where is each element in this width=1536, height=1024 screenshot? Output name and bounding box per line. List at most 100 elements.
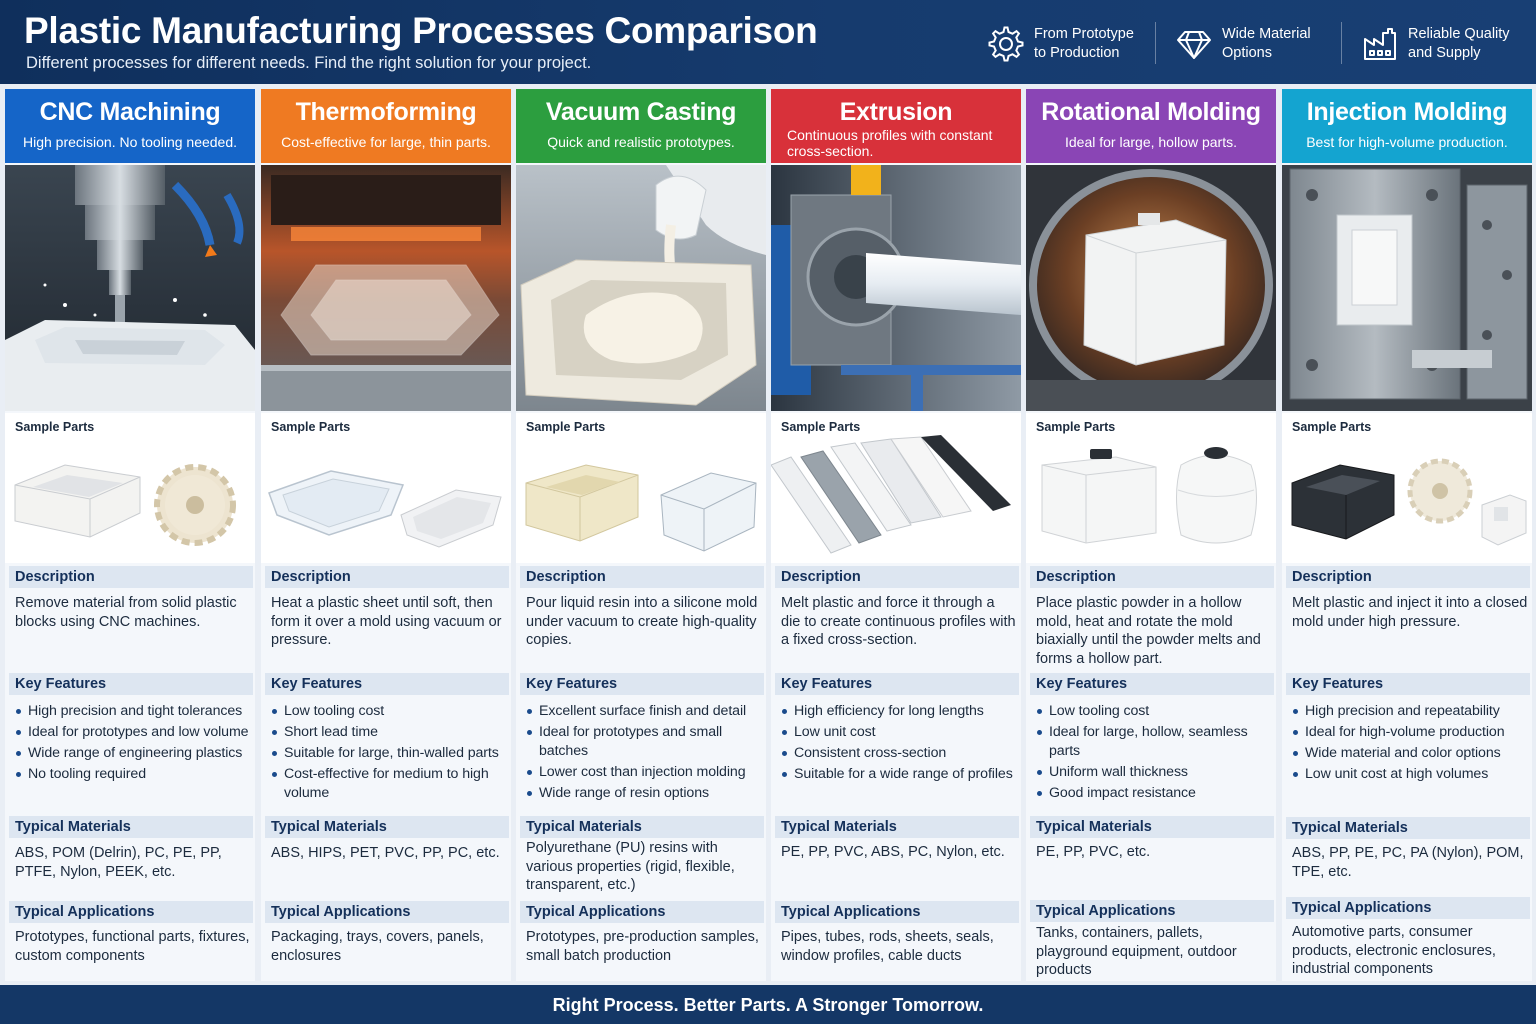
feature-item: High precision and repeatability xyxy=(1292,702,1528,721)
process-photo-vacuum-casting xyxy=(516,165,766,411)
sample-parts-label: Sample Parts xyxy=(271,420,351,434)
feature-item: Low tooling cost xyxy=(271,702,507,721)
feature-item: No tooling required xyxy=(15,765,251,784)
process-description: Heat a plastic sheet until soft, then fo… xyxy=(271,595,502,648)
process-column-vacuum-casting: Vacuum Casting Quick and realistic proto… xyxy=(516,89,766,981)
process-photo-extrusion xyxy=(771,165,1021,411)
typical-materials-heading: Typical Materials xyxy=(1286,817,1530,839)
typical-applications-heading: Typical Applications xyxy=(1286,897,1530,919)
typical-applications-heading: Typical Applications xyxy=(775,901,1019,923)
sample-part-bracket xyxy=(1481,494,1527,546)
typical-applications-heading: Typical Applications xyxy=(9,901,253,923)
description-heading: Description xyxy=(520,566,764,588)
key-features-list: Low tooling cost Ideal for large, hollow… xyxy=(1036,702,1272,805)
feature-item: Short lead time xyxy=(271,723,507,742)
process-tagline: Quick and realistic prototypes. xyxy=(547,134,735,150)
typical-materials-text: ABS, PP, PE, PC, PA (Nylon), POM, TPE, e… xyxy=(1292,845,1524,880)
key-features-heading: Key Features xyxy=(9,673,253,695)
sample-part-tank xyxy=(1041,449,1157,544)
header-feature-materials: Wide Material Options xyxy=(1174,22,1334,66)
feature-item: Suitable for large, thin-walled parts xyxy=(271,744,507,763)
feature-item: Ideal for prototypes and low volume xyxy=(15,723,251,742)
feature-item: Low unit cost xyxy=(781,723,1017,742)
key-features-heading: Key Features xyxy=(520,673,764,695)
sample-parts-panel: Sample Parts xyxy=(1026,413,1276,563)
process-title: CNC Machining xyxy=(39,98,221,126)
sample-part-clear-tray xyxy=(268,470,405,536)
key-features-list: High efficiency for long lengths Low uni… xyxy=(781,702,1017,786)
typical-applications-heading: Typical Applications xyxy=(520,901,764,923)
process-description: Pour liquid resin into a silicone mold u… xyxy=(526,595,758,648)
key-features-list: High precision and tight tolerances Idea… xyxy=(15,702,251,786)
description-heading: Description xyxy=(1030,566,1274,588)
typical-materials-heading: Typical Materials xyxy=(265,816,509,838)
typical-materials-heading: Typical Materials xyxy=(1030,816,1274,838)
typical-applications-text: Packaging, trays, covers, panels, enclos… xyxy=(271,929,484,964)
sample-part-cast-block xyxy=(525,464,639,542)
feature-item: Wide range of engineering plastics xyxy=(15,744,251,763)
process-description: Melt plastic and force it through a die … xyxy=(781,595,1016,648)
key-features-heading: Key Features xyxy=(775,673,1019,695)
process-description: Place plastic powder in a hollow mold, h… xyxy=(1036,595,1261,667)
sample-parts-label: Sample Parts xyxy=(781,420,861,434)
footer-banner: Right Process. Better Parts. A Stronger … xyxy=(0,985,1536,1024)
typical-materials-heading: Typical Materials xyxy=(520,816,764,838)
process-header: Rotational Molding Ideal for large, holl… xyxy=(1026,89,1276,163)
process-title: Rotational Molding xyxy=(1041,98,1261,126)
feature-item: Lower cost than injection molding xyxy=(526,763,762,782)
feature-item: Low unit cost at high volumes xyxy=(1292,765,1528,784)
typical-applications-text: Automotive parts, consumer products, ele… xyxy=(1292,924,1496,977)
sample-part-hollow-container xyxy=(1176,447,1257,544)
diamond-icon xyxy=(1174,24,1214,64)
header-feature-label: Reliable Quality and Supply xyxy=(1408,26,1510,61)
header-feature-prototype: From Prototype to Production xyxy=(986,22,1146,66)
process-title: Thermoforming xyxy=(295,98,477,126)
process-header: Thermoforming Cost-effective for large, … xyxy=(261,89,511,163)
feature-item: Wide material and color options xyxy=(1292,744,1528,763)
feature-item: Excellent surface finish and detail xyxy=(526,702,762,721)
process-tagline: Ideal for large, hollow parts. xyxy=(1065,134,1237,150)
feature-item: Ideal for high-volume production xyxy=(1292,723,1528,742)
sample-parts-label: Sample Parts xyxy=(15,420,95,434)
typical-materials-text: ABS, HIPS, PET, PVC, PP, PC, etc. xyxy=(271,845,500,861)
sample-part-clear-housing xyxy=(660,472,757,552)
process-header: Extrusion Continuous profiles with const… xyxy=(771,89,1021,163)
process-tagline: Cost-effective for large, thin parts. xyxy=(281,134,491,150)
feature-item: Good impact resistance xyxy=(1036,784,1272,803)
process-header: CNC Machining High precision. No tooling… xyxy=(5,89,255,163)
feature-item: Suitable for a wide range of profiles xyxy=(781,765,1017,784)
feature-item: Cost-effective for medium to high volume xyxy=(271,765,507,802)
page-subtitle: Different processes for different needs.… xyxy=(26,54,592,72)
process-column-thermoforming: Thermoforming Cost-effective for large, … xyxy=(261,89,511,981)
description-heading: Description xyxy=(775,566,1019,588)
process-description: Remove material from solid plastic block… xyxy=(15,595,237,630)
sample-parts-panel: Sample Parts xyxy=(1282,413,1532,563)
process-photo-rotational-molding xyxy=(1026,165,1276,411)
process-tagline: Continuous profiles with constant cross-… xyxy=(787,127,993,159)
sample-parts-panel: Sample Parts xyxy=(5,413,255,563)
header-banner: Plastic Manufacturing Processes Comparis… xyxy=(0,0,1536,84)
sample-part-white-tray xyxy=(400,489,502,548)
key-features-list: High precision and repeatability Ideal f… xyxy=(1292,702,1528,786)
feature-item: High efficiency for long lengths xyxy=(781,702,1017,721)
sample-part-gear xyxy=(154,464,236,546)
typical-applications-text: Prototypes, functional parts, fixtures, … xyxy=(15,929,250,964)
header-divider xyxy=(1341,22,1342,64)
description-heading: Description xyxy=(9,566,253,588)
typical-applications-heading: Typical Applications xyxy=(1030,900,1274,922)
feature-item: Ideal for prototypes and small batches xyxy=(526,723,762,760)
process-tagline: Best for high-volume production. xyxy=(1306,134,1508,150)
key-features-heading: Key Features xyxy=(1030,673,1274,695)
typical-applications-text: Tanks, containers, pallets, playground e… xyxy=(1036,925,1237,978)
process-title: Extrusion xyxy=(839,98,953,126)
header-feature-label: Wide Material Options xyxy=(1222,26,1311,61)
key-features-heading: Key Features xyxy=(1286,673,1530,695)
sample-parts-label: Sample Parts xyxy=(1036,420,1116,434)
process-column-rotational-molding: Rotational Molding Ideal for large, holl… xyxy=(1026,89,1276,981)
description-heading: Description xyxy=(1286,566,1530,588)
typical-materials-text: PE, PP, PVC, etc. xyxy=(1036,844,1151,860)
sample-parts-panel: Sample Parts xyxy=(261,413,511,563)
process-column-cnc-machining: CNC Machining High precision. No tooling… xyxy=(5,89,255,981)
typical-materials-heading: Typical Materials xyxy=(9,816,253,838)
typical-materials-text: PE, PP, PVC, ABS, PC, Nylon, etc. xyxy=(781,844,1005,860)
